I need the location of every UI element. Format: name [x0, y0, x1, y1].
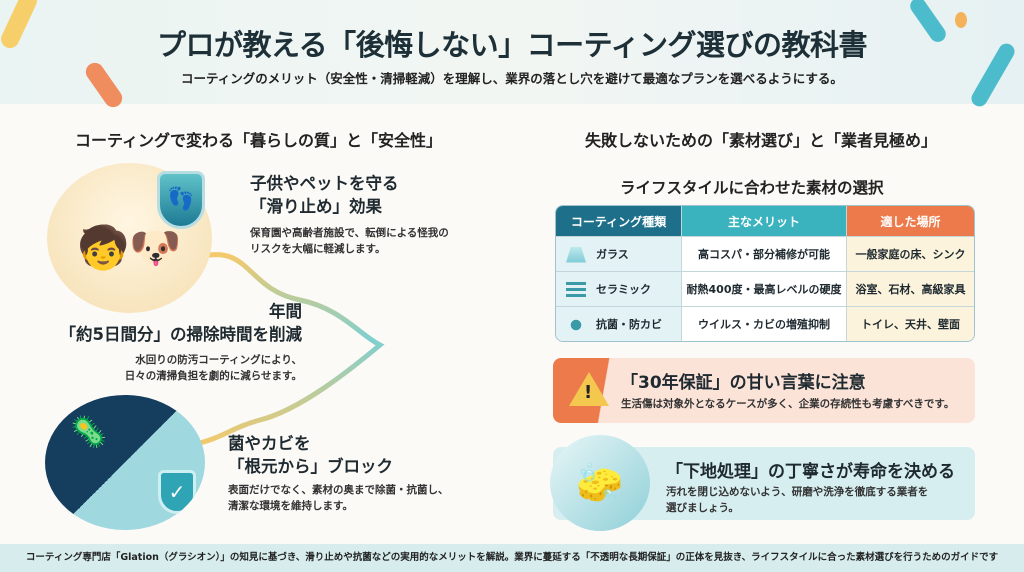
table-row: セラミック 耐熱400度・最高レベルの硬度 浴室、石材、高級家具 — [556, 271, 974, 306]
cell-merit: 耐熱400度・最高レベルの硬度 — [681, 271, 846, 306]
material-subheading: ライフスタイルに合わせた素材の選択 — [620, 179, 884, 197]
page-subtitle: コーティングのメリット（安全性・清掃軽減）を理解し、業界の落とし穴を避けて最適な… — [181, 71, 843, 86]
tip-title: 「下地処理」の丁寧さが寿命を決める — [666, 462, 955, 482]
warning-desc: 生活傷は対象外となるケースが多く、企業の存続性も考慮すべきです。 — [621, 398, 955, 410]
cell-place: 浴室、石材、高級家具 — [846, 271, 974, 306]
cell-place: トイレ、天井、壁面 — [846, 306, 974, 341]
tip-desc: 汚れを閉じ込めないよう、研磨や洗浄を徹底する業者を選びましょう。 — [666, 486, 929, 514]
cell-type: 抗菌・防カビ — [596, 317, 662, 331]
cell-merit: 高コスパ・部分補修が可能 — [681, 236, 846, 271]
left-section-heading: コーティングで変わる「暮らしの質」と「安全性」 — [75, 131, 443, 150]
table-row: ガラス 高コスパ・部分補修が可能 一般家庭の床、シンク — [556, 236, 974, 271]
warning-card: ! 「30年保証」の甘い言葉に注意 生活傷は対象外となるケースが多く、企業の存続… — [553, 358, 975, 423]
cell-merit: ウイルス・カビの増殖抑制 — [681, 306, 846, 341]
virus-icon — [566, 316, 586, 333]
cell-place: 一般家庭の床、シンク — [846, 236, 974, 271]
benefit-cleaning-title: 年間「約5日間分」の掃除時間を削減 — [59, 302, 302, 344]
table-row: 抗菌・防カビ ウイルス・カビの増殖抑制 トイレ、天井、壁面 — [556, 306, 974, 341]
benefit-slip-title: 子供やペットを守る「滑り止め」効果 — [250, 174, 399, 216]
decor-dot — [955, 12, 967, 28]
col-header-place: 適した場所 — [846, 206, 974, 236]
cell-type: セラミック — [596, 282, 651, 296]
benefit-slip-desc: 保育園や高齢者施設で、転倒による怪我のリスクを大幅に軽減します。 — [250, 227, 449, 255]
col-header-type: コーティング種類 — [556, 206, 681, 236]
warning-icon — [569, 372, 609, 406]
wiping-hand-illustration: 🧽 — [550, 435, 650, 531]
material-table: コーティング種類 主なメリット 適した場所 ガラス 高コスパ・部分補修が可能 一… — [555, 205, 975, 342]
right-section-heading: 失敗しないための「素材選び」と「業者見極め」 — [585, 131, 938, 150]
table-header-row: コーティング種類 主なメリット 適した場所 — [556, 206, 974, 236]
col-header-merit: 主なメリット — [681, 206, 846, 236]
benefit-cleaning-desc: 水回りの防汚コーティングにより、日々の清掃負担を劇的に減らせます。 — [124, 354, 302, 382]
footer-note: コーティング専門店「Glation（グラシオン）」の知見に基づき、滑り止めや抗菌… — [0, 544, 1024, 572]
child-dog-icon: 🧒🐶 — [77, 223, 182, 272]
antibacterial-illustration: 🦠 ✓ — [45, 395, 205, 530]
benefit-antibac-title: 菌やカビを「根元から」ブロック — [228, 434, 393, 476]
layers-icon — [566, 281, 586, 298]
glass-icon — [566, 246, 586, 263]
tip-card: 🧽 「下地処理」の丁寧さが寿命を決める 汚れを閉じ込めないよう、研磨や洗浄を徹底… — [550, 435, 975, 531]
warning-title: 「30年保証」の甘い言葉に注意 — [621, 373, 866, 393]
cell-type: ガラス — [596, 247, 629, 261]
connector-curve — [187, 252, 385, 448]
germ-icon: 🦠 — [70, 415, 108, 450]
header-banner: プロが教える「後悔しない」コーティング選びの教科書 コーティングのメリット（安全… — [0, 0, 1024, 111]
page-title: プロが教える「後悔しない」コーティング選びの教科書 — [157, 28, 867, 62]
benefit-antibac-desc: 表面だけでなく、素材の奥まで除菌・抗菌し、清潔な環境を維持します。 — [228, 484, 449, 512]
kids-pet-illustration: 👣 🧒🐶 — [47, 163, 212, 313]
shield-check-icon: ✓ — [158, 470, 196, 514]
shield-footprint-icon: 👣 — [157, 171, 205, 229]
